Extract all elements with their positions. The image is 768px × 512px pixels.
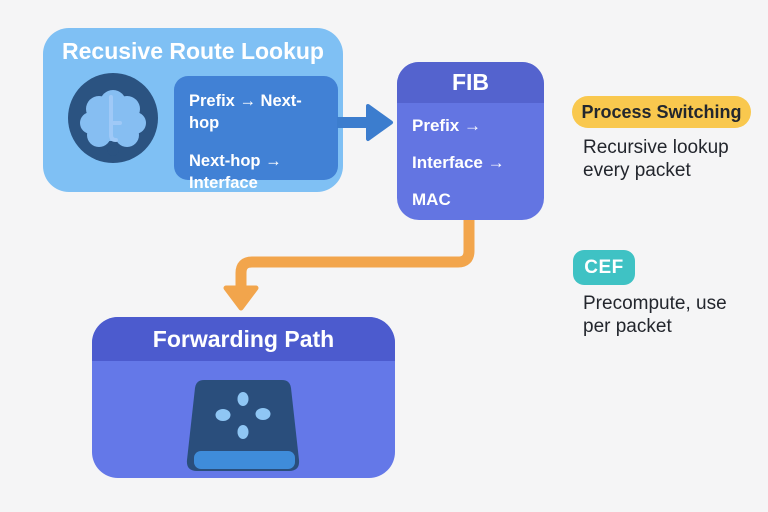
fib-row-prefix: Prefix → <box>412 116 481 135</box>
arrow-rrl-to-fib <box>337 104 393 141</box>
mapping-prefix-to-nexthop: Prefix → Next-hop <box>189 92 302 132</box>
fib-body: Prefix → Interface → MAC <box>397 103 544 210</box>
network-device-icon <box>186 380 300 471</box>
fib-box: FIB Prefix → Interface → MAC <box>397 62 544 220</box>
recursive-route-lookup-box: Recusive Route Lookup Prefix → Next-hop … <box>43 28 343 192</box>
recursive-route-lookup-title: Recusive Route Lookup <box>62 38 324 64</box>
cef-caption: Precompute, use per packet <box>583 293 727 337</box>
forwarding-path-title: Forwarding Path <box>92 317 395 361</box>
process-switching-caption: Recursive lookup every packet <box>583 137 729 181</box>
forwarding-path-box: Forwarding Path <box>92 317 395 478</box>
process-switching-badge: Process Switching <box>572 96 751 128</box>
mapping-nexthop-to-interface: Next-hop → Interface <box>189 152 282 192</box>
brain-icon-svg <box>80 90 146 156</box>
route-lookup-mappings-panel: Prefix → Next-hop Next-hop → Interface <box>174 76 338 192</box>
fib-row-interface: Interface → <box>412 153 505 172</box>
arrow-fib-to-forwarding <box>223 220 475 311</box>
brain-icon <box>68 73 158 163</box>
cef-badge: CEF <box>573 250 635 285</box>
fib-title: FIB <box>397 62 544 103</box>
fib-row-mac: MAC <box>412 190 451 209</box>
